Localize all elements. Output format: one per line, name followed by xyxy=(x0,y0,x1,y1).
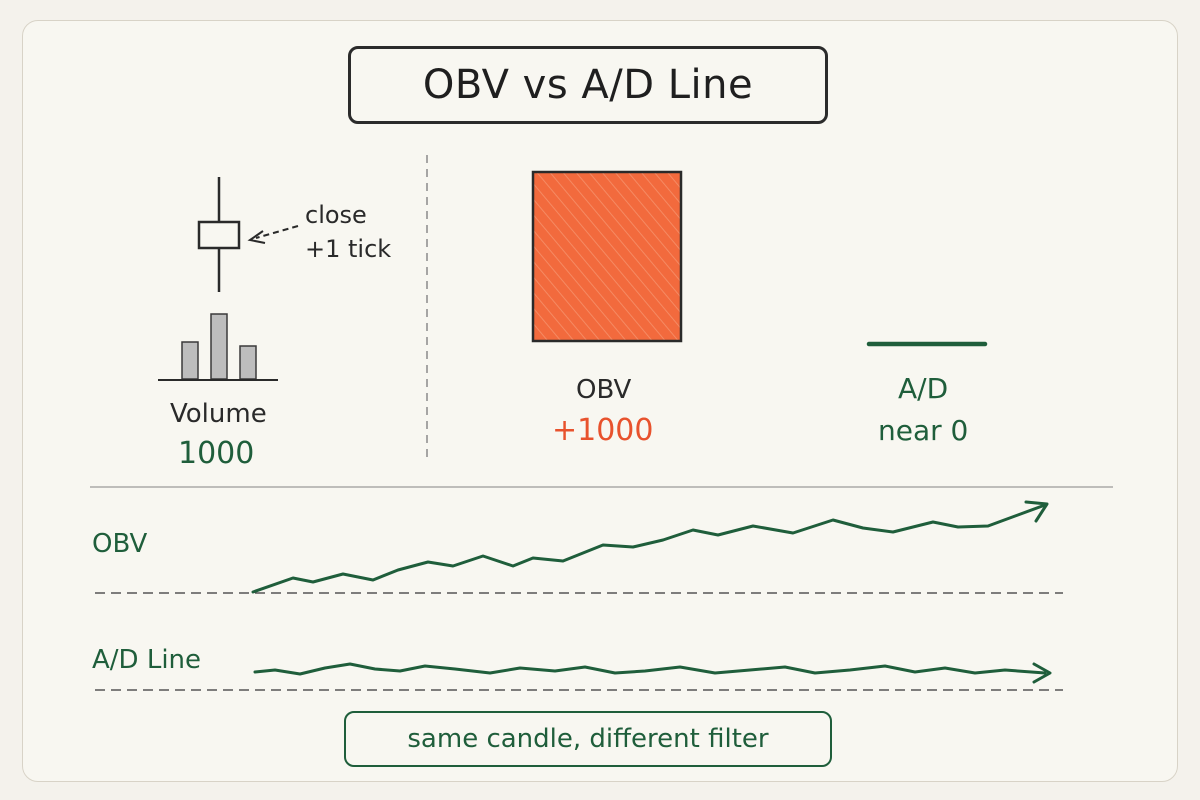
diagram-card xyxy=(22,20,1178,782)
obv-result-label: OBV xyxy=(576,375,632,405)
ad-result-value: near 0 xyxy=(878,414,969,447)
ad-result-label: A/D xyxy=(898,372,949,405)
page-title: OBV vs A/D Line xyxy=(422,62,754,108)
obv-result-value: +1000 xyxy=(552,413,654,448)
obv-bar xyxy=(531,170,683,343)
obv-line-label: OBV xyxy=(92,529,148,559)
title-box: OBV vs A/D Line xyxy=(348,46,828,124)
close-annotation-line2: +1 tick xyxy=(305,235,392,263)
volume-label: Volume xyxy=(170,399,267,429)
volume-bars-icon xyxy=(158,313,278,381)
ad-line-label: A/D Line xyxy=(92,645,202,675)
volume-value: 1000 xyxy=(178,436,255,471)
ad-trend-line xyxy=(253,662,1052,684)
close-annotation-arrow xyxy=(247,225,299,244)
obv-trend-line xyxy=(251,500,1049,594)
caption-text: same candle, different filter xyxy=(407,724,769,754)
candlestick-icon xyxy=(197,177,241,292)
close-annotation-line1: close xyxy=(305,201,367,229)
caption-box: same candle, different filter xyxy=(344,711,832,767)
